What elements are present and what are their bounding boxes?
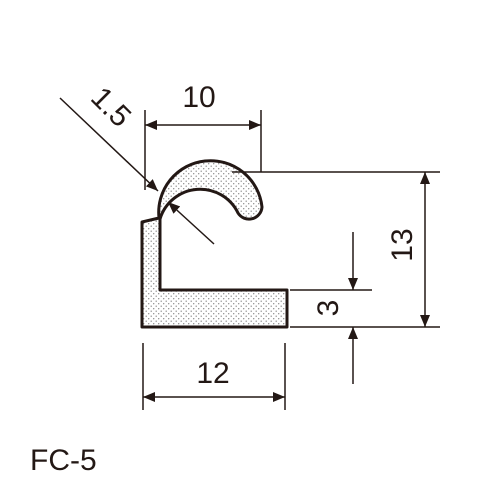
part-code: FC-5 — [30, 444, 97, 477]
gasket-profile — [140, 159, 289, 329]
top-width-label: 10 — [182, 81, 215, 114]
thickness-label: 3 — [312, 300, 345, 317]
radius-label: 1.5 — [84, 81, 137, 134]
bottom-width-label: 12 — [196, 357, 229, 390]
height-label: 13 — [386, 228, 419, 261]
radius-leader — [59, 97, 159, 192]
radius-inner-arrow — [167, 201, 215, 245]
